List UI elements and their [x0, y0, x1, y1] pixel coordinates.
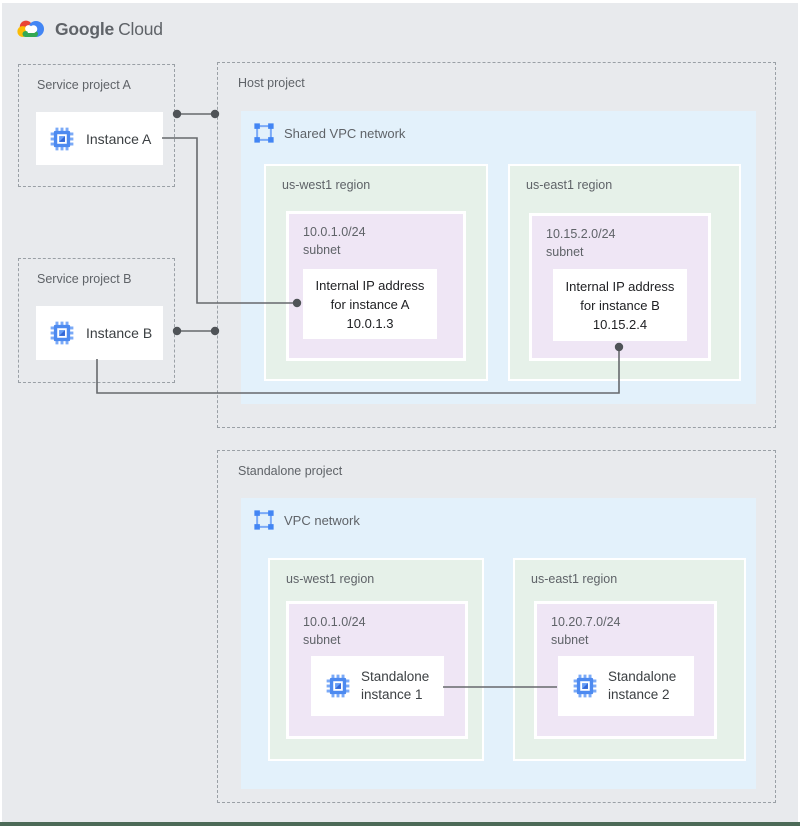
compute-engine-icon	[49, 320, 75, 346]
standalone-subnet-us-east1: 10.20.7.0/24 subnet	[534, 601, 717, 739]
standalone-subnet-us-east1-label: 10.20.7.0/24 subnet	[551, 615, 621, 647]
vpc-network-icon	[253, 122, 275, 144]
standalone-instance-1-card: Standalone instance 1	[311, 656, 444, 716]
standalone-region-us-east1: us-east1 region 10.20.7.0/24 subnet	[513, 558, 746, 761]
standalone-subnet-us-west1-label: 10.0.1.0/24 subnet	[303, 615, 366, 647]
compute-engine-icon	[325, 673, 351, 699]
shared-vpc-network-header: Shared VPC network	[253, 122, 405, 144]
service-project-b-box: Service project B Instance B	[18, 258, 175, 383]
host-project-label: Host project	[238, 76, 305, 90]
host-region-us-east1-label: us-east1 region	[526, 178, 613, 192]
vpc-network-panel: VPC network us-west1 region 10.0.1.0/24 …	[241, 498, 756, 789]
host-subnet-us-east1: 10.15.2.0/24 subnet Internal IP address …	[529, 213, 711, 361]
google-cloud-icon	[15, 17, 47, 41]
standalone-project-label: Standalone project	[238, 464, 343, 478]
host-subnet-us-east1-label: 10.15.2.0/24 subnet	[546, 227, 616, 259]
host-region-us-west1-label: us-west1 region	[282, 178, 371, 192]
service-project-a-box: Service project A Instance A	[18, 64, 175, 187]
compute-engine-icon	[572, 673, 598, 699]
standalone-instance-2-card: Standalone instance 2	[558, 656, 694, 716]
instance-b-card: Instance B	[36, 306, 163, 360]
standalone-region-us-west1-label: us-west1 region	[286, 572, 375, 586]
standalone-subnet-us-west1: 10.0.1.0/24 subnet	[286, 601, 468, 739]
shared-vpc-network-label: Shared VPC network	[284, 125, 406, 141]
host-subnet-us-west1-label: 10.0.1.0/24 subnet	[303, 225, 366, 257]
service-project-b-label: Service project B	[37, 272, 132, 286]
host-region-us-east1: us-east1 region 10.15.2.0/24 subnet Inte…	[508, 164, 741, 381]
instance-a-label: Instance A	[86, 130, 152, 147]
instance-a-card: Instance A	[36, 112, 163, 165]
bottom-edge-bar	[0, 822, 800, 826]
internal-ip-a-card: Internal IP address for instance A 10.0.…	[303, 269, 437, 339]
instance-b-label: Instance B	[86, 325, 153, 341]
compute-engine-icon	[49, 126, 75, 152]
shared-vpc-network-panel: Shared VPC network us-west1 region 10.0.…	[241, 111, 756, 404]
standalone-instance-1-label: Standalone instance 1	[361, 668, 430, 702]
host-project-box: Host project Shared VPC network us-west1	[217, 62, 776, 428]
standalone-region-us-east1-label: us-east1 region	[531, 572, 618, 586]
vpc-network-label: VPC network	[284, 512, 360, 528]
vpc-network-header: VPC network	[253, 509, 360, 531]
standalone-project-box: Standalone project VPC network us-west1	[217, 450, 776, 803]
host-region-us-west1: us-west1 region 10.0.1.0/24 subnet Inter…	[264, 164, 488, 381]
internal-ip-b-card: Internal IP address for instance B 10.15…	[553, 269, 687, 341]
standalone-instance-2-label: Standalone instance 2	[608, 668, 677, 702]
service-project-a-label: Service project A	[37, 78, 131, 92]
standalone-region-us-west1: us-west1 region 10.0.1.0/24 subnet	[268, 558, 484, 761]
host-subnet-us-west1: 10.0.1.0/24 subnet Internal IP address f…	[286, 211, 466, 361]
vpc-network-icon	[253, 509, 275, 531]
